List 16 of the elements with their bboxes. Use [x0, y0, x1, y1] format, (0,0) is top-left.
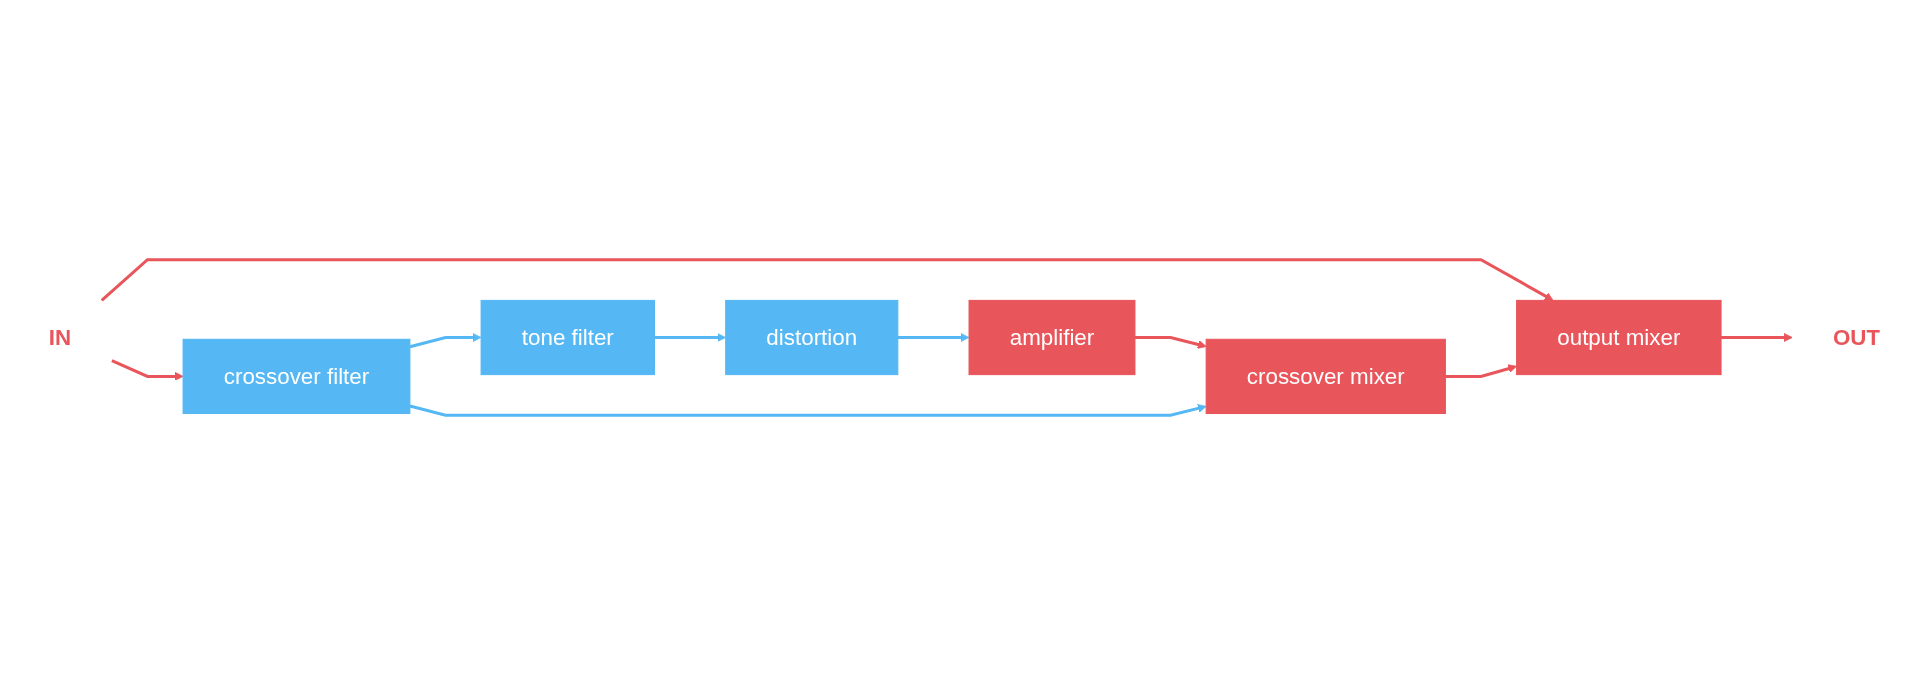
node-box: tone filter	[480, 299, 655, 376]
node-box: crossover filter	[182, 338, 411, 415]
arrow	[409, 404, 1207, 417]
node-box: crossover mixer	[1205, 338, 1446, 415]
node-box: distortion	[725, 299, 899, 376]
arrow	[1721, 333, 1793, 342]
arrow	[111, 359, 184, 381]
node-box: amplifier	[968, 299, 1136, 376]
arrow	[409, 333, 482, 349]
node-text: IN	[48, 324, 72, 351]
arrow	[1445, 364, 1517, 378]
arrow	[100, 258, 1554, 302]
node-box: output mixer	[1516, 299, 1722, 376]
arrow	[897, 333, 970, 342]
arrow	[1134, 335, 1207, 349]
node-text: OUT	[1832, 324, 1881, 351]
